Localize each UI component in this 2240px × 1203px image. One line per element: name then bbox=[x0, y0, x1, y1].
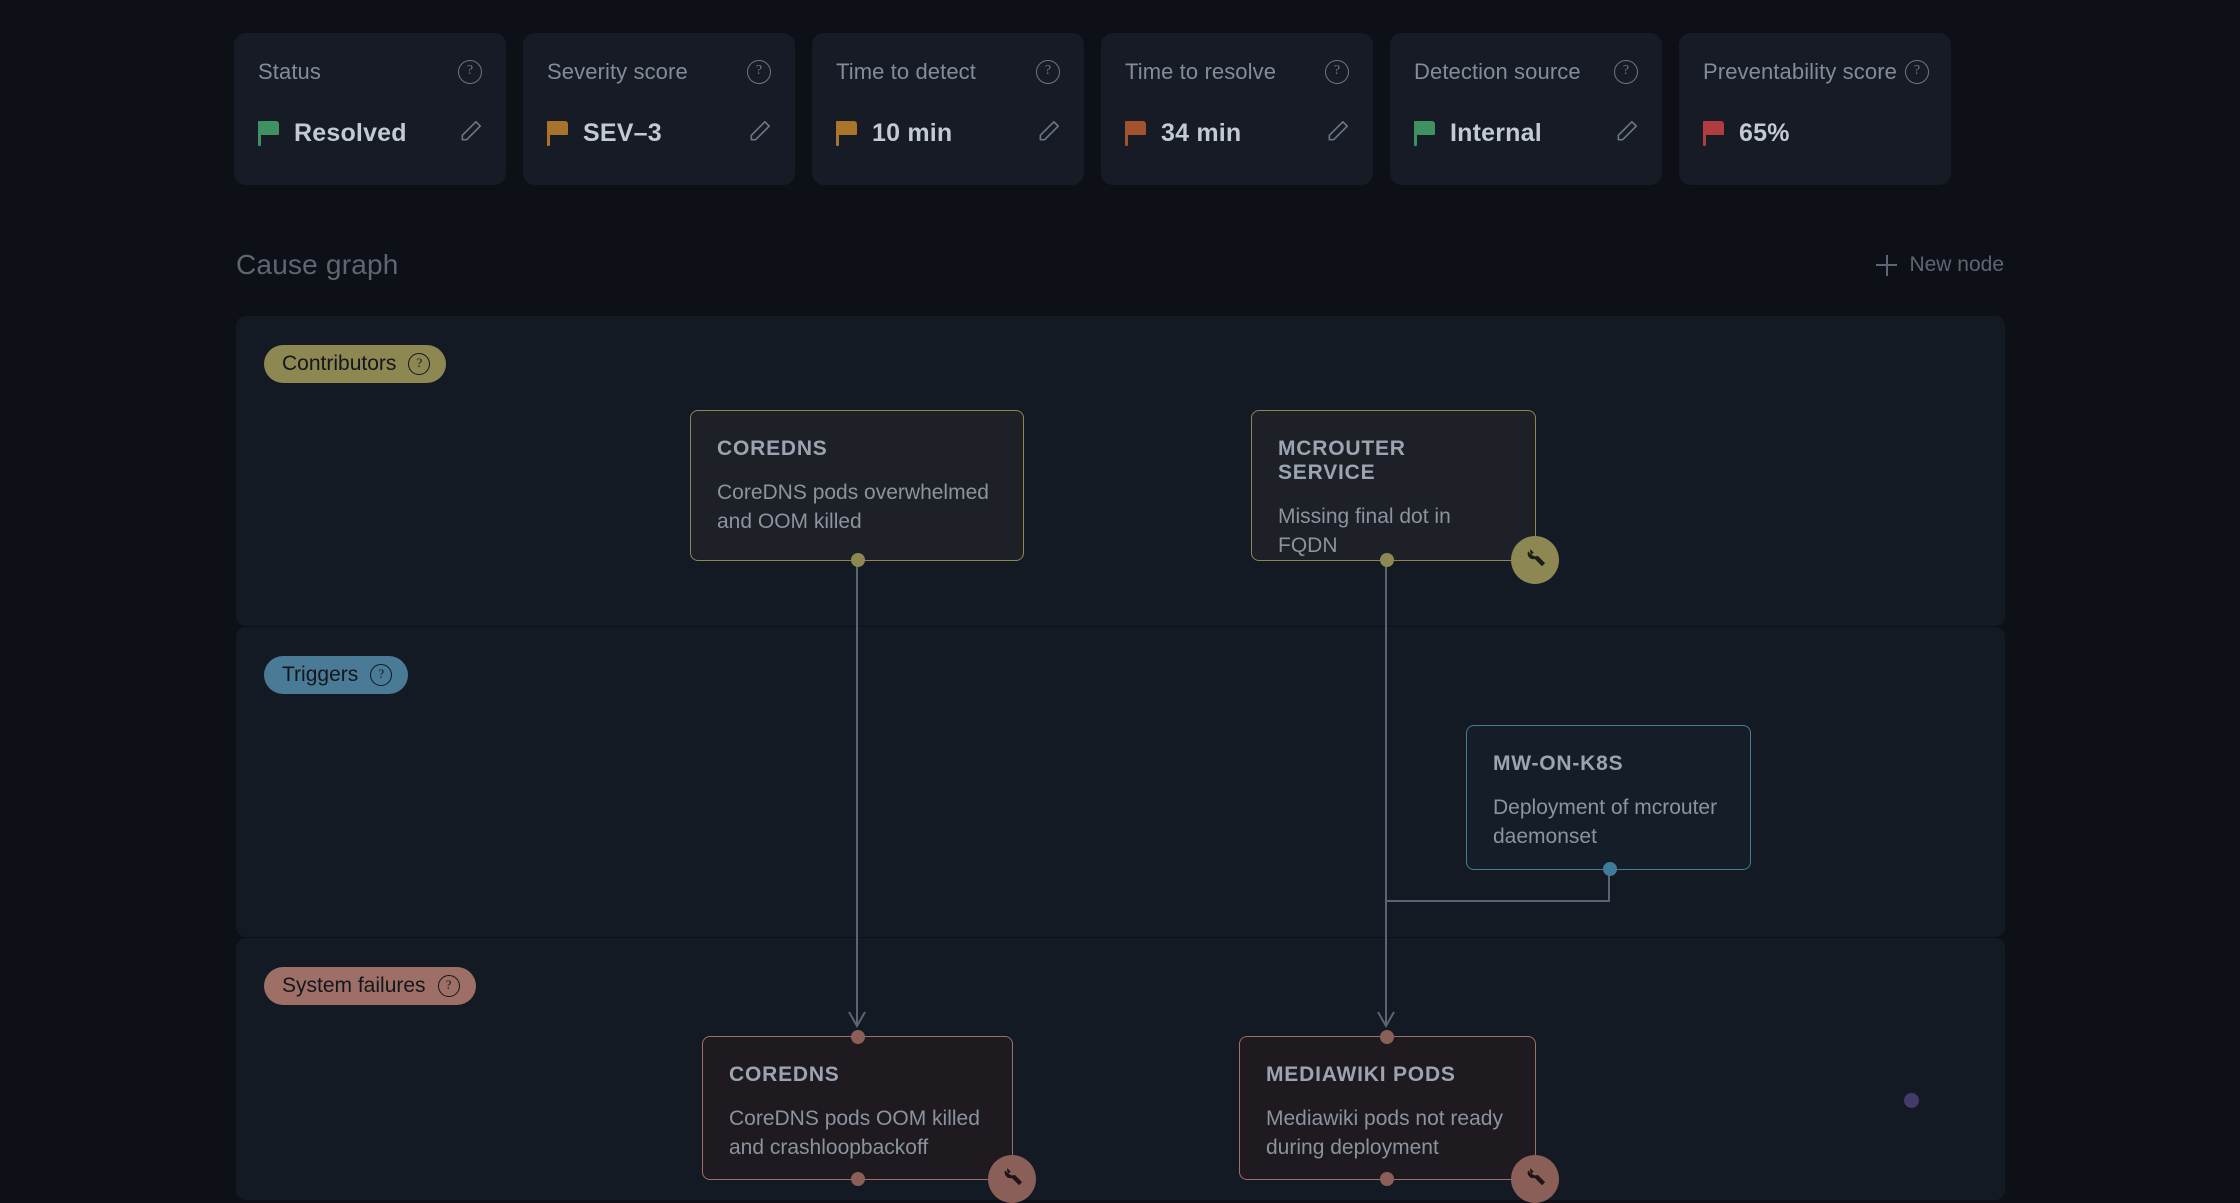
metric-value: 34 min bbox=[1161, 118, 1242, 147]
metric-value: Internal bbox=[1450, 118, 1542, 147]
node-handle-bottom[interactable] bbox=[851, 553, 865, 567]
metric-card-time-to-detect[interactable]: Time to detect ? 10 min bbox=[812, 33, 1084, 185]
node-handle-bottom[interactable] bbox=[851, 1172, 865, 1186]
lane-badge-triggers[interactable]: Triggers ? bbox=[264, 656, 409, 694]
page-title: Cause graph bbox=[236, 249, 399, 280]
lane-badge-label: Triggers bbox=[282, 663, 359, 686]
metric-header: Time to detect ? bbox=[836, 59, 1060, 85]
lane-badge-contributors[interactable]: Contributors ? bbox=[264, 345, 447, 383]
graph-node-mcrouter-service[interactable]: MCROUTER SERVICE Missing final dot in FQ… bbox=[1251, 410, 1559, 584]
metric-value-row: Resolved bbox=[258, 116, 482, 150]
pencil-icon[interactable] bbox=[1614, 118, 1640, 144]
metric-label: Detection source bbox=[1414, 59, 1581, 84]
help-circle-icon[interactable]: ? bbox=[1904, 60, 1929, 84]
node-handle-top[interactable] bbox=[851, 1030, 865, 1044]
new-node-label: New node bbox=[1909, 253, 2004, 276]
metric-card-detection-source[interactable]: Detection source ? Internal bbox=[1390, 33, 1662, 185]
lane-badge-system-failures[interactable]: System failures ? bbox=[264, 967, 476, 1005]
help-circle-icon[interactable]: ? bbox=[1614, 60, 1638, 84]
node-title: COREDNS bbox=[729, 1063, 840, 1086]
metric-value: Resolved bbox=[294, 118, 407, 147]
help-circle-icon[interactable]: ? bbox=[370, 664, 393, 686]
metric-label: Status bbox=[258, 59, 321, 84]
metric-card-preventability-score[interactable]: Preventability score ? 65% bbox=[1679, 33, 1951, 185]
wrench-icon[interactable] bbox=[1511, 536, 1559, 584]
wrench-icon[interactable] bbox=[1511, 1155, 1559, 1203]
metric-value: 10 min bbox=[872, 118, 953, 147]
metric-header: Severity score ? bbox=[547, 59, 771, 85]
help-circle-icon[interactable]: ? bbox=[1325, 60, 1349, 84]
metric-label: Preventability score bbox=[1703, 59, 1897, 84]
pencil-icon[interactable] bbox=[1036, 118, 1062, 144]
help-circle-icon[interactable]: ? bbox=[458, 60, 482, 84]
wrench-glyph bbox=[1527, 549, 1546, 567]
flag-icon bbox=[836, 120, 858, 146]
help-circle-icon[interactable]: ? bbox=[1036, 60, 1060, 84]
graph-node-mw-on-k8s[interactable]: MW-ON-K8S Deployment of mcrouter daemons… bbox=[1466, 725, 1751, 876]
metric-value-row: SEV–3 bbox=[547, 116, 771, 150]
lane-system-failures: System failures ? bbox=[236, 938, 2005, 1200]
node-handle-bottom[interactable] bbox=[1380, 553, 1394, 567]
node-description: Mediawiki pods not ready during deployme… bbox=[1266, 1107, 1503, 1159]
node-description: Deployment of mcrouter daemonset bbox=[1493, 796, 1718, 848]
cursor-indicator-dot bbox=[1904, 1093, 1919, 1108]
flag-icon bbox=[258, 120, 280, 146]
node-handle-top[interactable] bbox=[1380, 1030, 1394, 1044]
lane-badge-label: Contributors bbox=[282, 352, 397, 375]
metric-header: Time to resolve ? bbox=[1125, 59, 1349, 85]
metrics-row: Status ? Resolved Severity score ? SEV–3… bbox=[234, 33, 1951, 185]
new-node-button[interactable]: New node bbox=[1876, 253, 2004, 277]
flag-icon bbox=[1414, 120, 1436, 146]
help-circle-icon[interactable]: ? bbox=[437, 975, 460, 997]
wrench-glyph bbox=[1004, 1168, 1023, 1186]
node-handle-bottom[interactable] bbox=[1380, 1172, 1394, 1186]
pencil-icon[interactable] bbox=[458, 118, 484, 144]
wrench-glyph bbox=[1527, 1168, 1546, 1186]
graph-node-coredns-failure[interactable]: COREDNS CoreDNS pods OOM killed and cras… bbox=[702, 1030, 1036, 1203]
flag-icon bbox=[1703, 120, 1725, 146]
pencil-icon[interactable] bbox=[1325, 118, 1351, 144]
flag-icon bbox=[1125, 120, 1147, 146]
graph-node-coredns-contributor[interactable]: COREDNS CoreDNS pods overwhelmed and OOM… bbox=[690, 410, 1024, 567]
node-description: CoreDNS pods overwhelmed and OOM killed bbox=[717, 481, 989, 533]
metric-value-row: Internal bbox=[1414, 116, 1638, 150]
metric-label: Severity score bbox=[547, 59, 688, 84]
metric-card-time-to-resolve[interactable]: Time to resolve ? 34 min bbox=[1101, 33, 1373, 185]
node-title: MCROUTER SERVICE bbox=[1278, 437, 1406, 484]
node-title: MEDIAWIKI PODS bbox=[1266, 1063, 1456, 1086]
metric-value: 65% bbox=[1739, 118, 1790, 147]
metric-label: Time to resolve bbox=[1125, 59, 1277, 84]
help-circle-icon[interactable]: ? bbox=[408, 353, 431, 375]
metric-value-row: 34 min bbox=[1125, 116, 1349, 150]
metric-card-severity-score[interactable]: Severity score ? SEV–3 bbox=[523, 33, 795, 185]
metric-header: Detection source ? bbox=[1414, 59, 1638, 85]
metric-value: SEV–3 bbox=[583, 118, 662, 147]
graph-node-mediawiki-pods[interactable]: MEDIAWIKI PODS Mediawiki pods not ready … bbox=[1239, 1030, 1559, 1203]
metric-card-status[interactable]: Status ? Resolved bbox=[234, 33, 506, 185]
wrench-icon[interactable] bbox=[988, 1155, 1036, 1203]
node-description: CoreDNS pods OOM killed and crashloopbac… bbox=[729, 1107, 980, 1159]
lane-badge-label: System failures bbox=[282, 974, 426, 997]
cause-graph-header: Cause graph New node bbox=[236, 245, 2004, 285]
flag-icon bbox=[547, 120, 569, 146]
help-circle-icon[interactable]: ? bbox=[747, 60, 771, 84]
metric-header: Status ? bbox=[258, 59, 482, 85]
node-title: MW-ON-K8S bbox=[1493, 752, 1624, 775]
plus-icon bbox=[1876, 254, 1898, 276]
metric-value-row: 10 min bbox=[836, 116, 1060, 150]
lane-contributors: Contributors ? bbox=[236, 316, 2005, 626]
node-handle-bottom[interactable] bbox=[1603, 862, 1617, 876]
pencil-icon[interactable] bbox=[747, 118, 773, 144]
metric-header: Preventability score ? bbox=[1703, 59, 1929, 85]
node-description: Missing final dot in FQDN bbox=[1278, 505, 1451, 557]
metric-label: Time to detect bbox=[836, 59, 976, 84]
node-title: COREDNS bbox=[717, 437, 828, 460]
metric-value-row: 65% bbox=[1703, 116, 1927, 150]
